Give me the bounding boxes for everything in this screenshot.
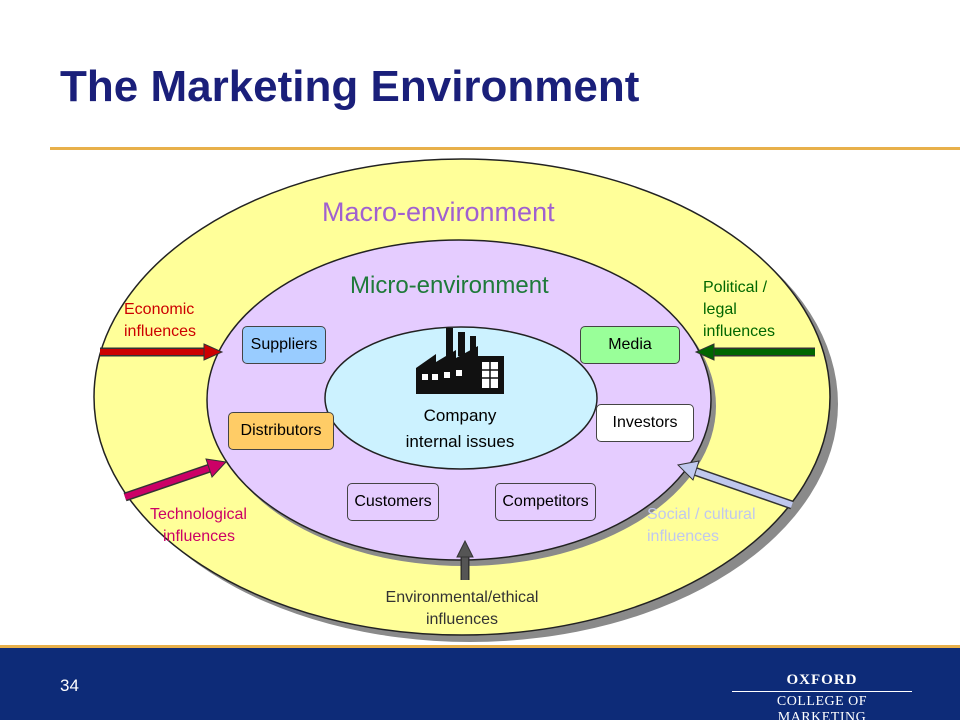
- title-divider: [50, 147, 960, 150]
- economic-label: Economic: [124, 301, 195, 318]
- footer-bar: [0, 648, 960, 720]
- company-ellipse: [324, 326, 598, 470]
- distributors-box: Distributors: [228, 412, 334, 450]
- technological-arrow: [123, 458, 228, 502]
- logo-line-2: COLLEGE OF MARKETING: [776, 694, 868, 725]
- political-label: Political /: [703, 279, 768, 296]
- macro-environment-label: Macro-environment: [322, 197, 555, 227]
- competitors-box: Competitors: [495, 483, 596, 521]
- footer-divider: [0, 645, 960, 648]
- internal-issues-label: internal issues: [405, 432, 515, 451]
- political-arrow: [694, 343, 815, 361]
- page-title: The Marketing Environment: [60, 62, 640, 111]
- micro-environment-label: Micro-environment: [350, 272, 549, 299]
- technological-label-2: influences: [163, 528, 236, 545]
- company-label: Company: [423, 406, 497, 425]
- environmental-label: Environmental/ethical: [385, 589, 539, 606]
- economic-arrow: [100, 343, 224, 361]
- environmental-arrow: [456, 539, 474, 580]
- investors-box: Investors: [596, 404, 694, 442]
- logo-divider: [732, 691, 912, 692]
- technological-label: Technological: [150, 506, 247, 523]
- social-arrow: [676, 460, 794, 510]
- social-label: Social / cultural: [647, 506, 756, 523]
- social-label-2: influences: [647, 528, 720, 545]
- environmental-label-2: influences: [425, 611, 499, 628]
- political-label-2: legal: [703, 301, 737, 318]
- factory-icon: [416, 328, 504, 394]
- customers-box: Customers: [347, 483, 439, 521]
- page-number: 34: [60, 676, 79, 695]
- economic-label-2: influences: [124, 323, 197, 340]
- oxford-logo: OXFORD COLLEGE OF MARKETING: [732, 672, 912, 726]
- suppliers-box: Suppliers: [242, 326, 326, 364]
- political-label-3: influences: [703, 323, 776, 340]
- media-box: Media: [580, 326, 680, 364]
- logo-line-1: OXFORD: [786, 672, 858, 688]
